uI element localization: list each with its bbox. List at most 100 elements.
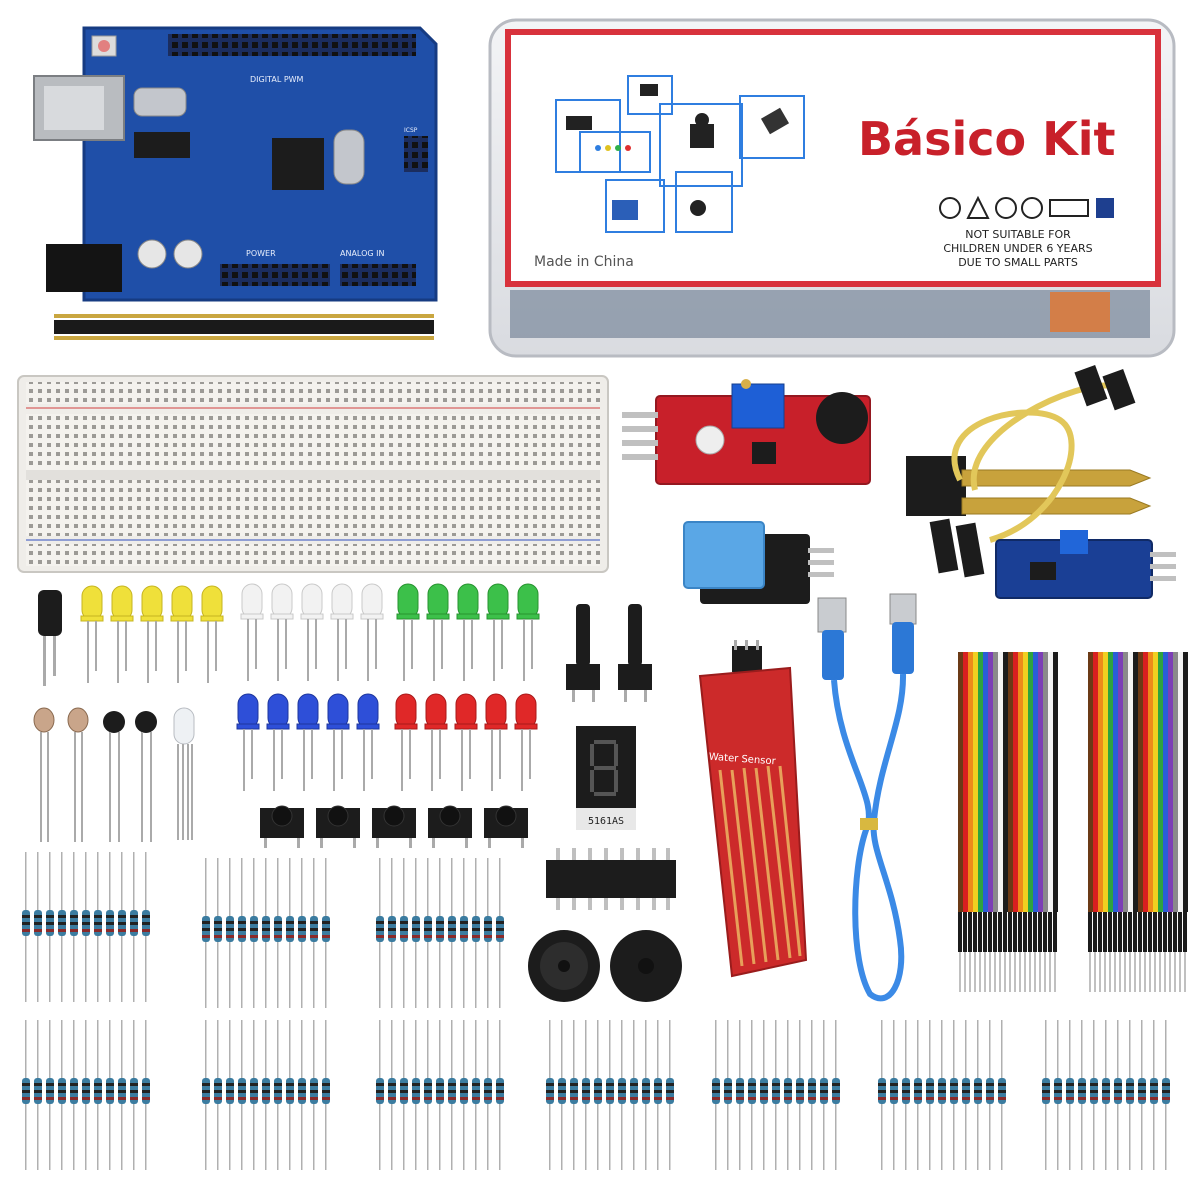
resistor: [34, 1020, 42, 1170]
led-group-white: [240, 583, 384, 681]
resistor: [130, 1020, 138, 1170]
resistor-banks: [22, 852, 1170, 1170]
arduino-uno-board: DIGITAL PWM POWER ANALOG IN ICSP: [33, 26, 438, 302]
resistor: [484, 1020, 492, 1170]
resistor: [808, 1020, 816, 1170]
led: [330, 583, 354, 681]
resistor: [606, 1020, 614, 1170]
breadboard: [17, 375, 609, 573]
microcontroller-chip: [272, 138, 324, 190]
resistor: [274, 858, 282, 1008]
resistor: [424, 1020, 432, 1170]
resistor: [878, 1020, 886, 1170]
component-collage: [555, 75, 805, 233]
resistor: [142, 1020, 150, 1170]
passive-buzzer: [528, 930, 600, 1002]
resistor: [412, 858, 420, 1008]
resistor: [890, 1020, 898, 1170]
resistor: [902, 1020, 910, 1170]
jumper-wires-male-female: [1088, 652, 1188, 992]
resistor: [436, 858, 444, 1008]
resistor: [820, 1020, 828, 1170]
resistor: [654, 1020, 662, 1170]
resistor: [424, 858, 432, 1008]
resistor: [460, 1020, 468, 1170]
resistor: [250, 1020, 258, 1170]
board-icsp-label: ICSP: [404, 127, 418, 134]
tactile-button: [372, 805, 416, 848]
kit-title: Básico Kit: [858, 112, 1116, 166]
microphone: [816, 392, 868, 444]
led: [80, 585, 104, 683]
tactile-buttons: [260, 805, 528, 848]
dht11-grille: [683, 521, 765, 589]
resistor: [142, 852, 150, 1002]
resistor: [58, 852, 66, 1002]
sound-sensor-module: [622, 379, 871, 485]
resistor: [238, 1020, 246, 1170]
board-digital-label: DIGITAL PWM: [250, 75, 304, 84]
resistor: [712, 1020, 720, 1170]
resistor-bank: [376, 1020, 504, 1170]
thermistor: [135, 711, 157, 842]
led: [484, 693, 508, 791]
resistor: [400, 1020, 408, 1170]
resistor: [448, 858, 456, 1008]
resistor: [274, 1020, 282, 1170]
tactile-button: [260, 805, 304, 848]
led: [270, 583, 294, 681]
led: [424, 693, 448, 791]
resistor: [1138, 1020, 1146, 1170]
led: [236, 693, 260, 791]
resistor: [286, 858, 294, 1008]
led: [486, 583, 510, 681]
resistor: [748, 1020, 756, 1170]
resistor: [82, 1020, 90, 1170]
seven-segment-display: 5161AS: [576, 726, 636, 830]
resistor: [226, 858, 234, 1008]
led: [200, 585, 224, 683]
resistor: [58, 1020, 66, 1170]
warning-line-2: CHILDREN UNDER 6 YEARS: [943, 242, 1092, 255]
led: [514, 693, 538, 791]
rgb-led: [173, 707, 195, 840]
led-group-red: [394, 693, 538, 791]
led-group-green: [396, 583, 540, 681]
resistor: [998, 1020, 1006, 1170]
soil-moisture-sensor: [906, 364, 1152, 578]
dc-power-jack: [46, 244, 122, 292]
resistor: [310, 1020, 318, 1170]
resistor: [250, 858, 258, 1008]
resistor: [1126, 1020, 1134, 1170]
resistor: [642, 1020, 650, 1170]
board-analog-label: ANALOG IN: [340, 249, 385, 258]
resistor: [436, 1020, 444, 1170]
resistor: [130, 852, 138, 1002]
resistor: [286, 1020, 294, 1170]
warning-line-3: DUE TO SMALL PARTS: [958, 256, 1078, 269]
resistor: [202, 858, 210, 1008]
tactile-button: [316, 805, 360, 848]
resistor: [558, 1020, 566, 1170]
led: [326, 693, 350, 791]
resistor: [1066, 1020, 1074, 1170]
rotary-potentiometer: [618, 604, 652, 702]
safety-icons-row: [939, 195, 1114, 219]
resistor: [106, 1020, 114, 1170]
resistor: [70, 1020, 78, 1170]
resistor-bank: [1042, 1020, 1170, 1170]
resistor: [1054, 1020, 1062, 1170]
resistor: [388, 858, 396, 1008]
led: [454, 693, 478, 791]
jumper-wires-male-male: [958, 652, 1058, 992]
led: [266, 693, 290, 791]
resistor: [618, 1020, 626, 1170]
resistor: [938, 1020, 946, 1170]
resistor-bank: [878, 1020, 1006, 1170]
board-power-label: POWER: [246, 249, 276, 258]
resistor: [118, 1020, 126, 1170]
resistor: [1078, 1020, 1086, 1170]
led: [394, 693, 418, 791]
resistor-bank: [376, 858, 504, 1008]
analog-header: [340, 264, 416, 286]
